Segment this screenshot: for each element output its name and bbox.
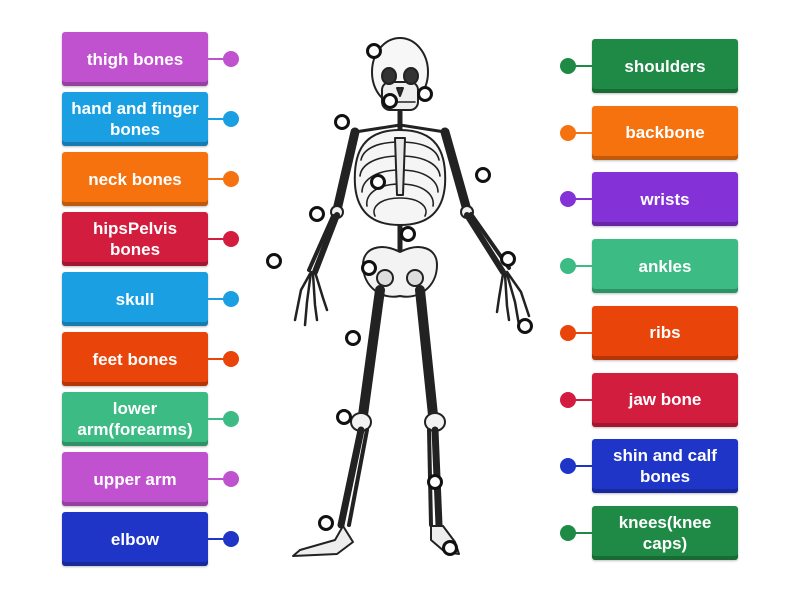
- label-text: neck bones: [88, 169, 182, 189]
- label-card-shin-and-calf-bones[interactable]: shin and calf bones: [592, 439, 738, 494]
- connector-dot[interactable]: [560, 124, 576, 141]
- drop-target-11[interactable]: [500, 251, 516, 267]
- connector-dot[interactable]: [560, 258, 576, 275]
- connector-dot[interactable]: [560, 324, 576, 341]
- label-text: knees(knee caps): [618, 512, 712, 553]
- label-card-lower-arm-forearms[interactable]: lower arm(forearms): [62, 392, 208, 446]
- connector-line: [572, 265, 592, 268]
- label-text: thigh bones: [86, 49, 184, 69]
- connector-dot[interactable]: [223, 171, 239, 187]
- drop-target-5[interactable]: [475, 167, 491, 183]
- connector-dot[interactable]: [223, 471, 239, 487]
- drop-target-15[interactable]: [427, 474, 443, 490]
- connector-dot[interactable]: [223, 231, 239, 247]
- connector-line: [208, 58, 228, 60]
- label-text: hand and finger bones: [71, 99, 199, 139]
- connector-line: [208, 178, 228, 180]
- label-card-feet-bones[interactable]: feet bones: [62, 332, 208, 386]
- connector-line: [208, 298, 228, 300]
- connector-dot[interactable]: [223, 51, 239, 67]
- label-text: backbone: [625, 123, 705, 143]
- label-card-ribs[interactable]: ribs: [592, 305, 738, 360]
- connector-line: [572, 131, 592, 134]
- drop-target-16[interactable]: [318, 515, 334, 531]
- label-text: upper arm: [93, 469, 177, 489]
- connector-line: [572, 198, 592, 201]
- connector-line: [572, 331, 592, 334]
- label-text: hipsPelvis bones: [92, 219, 178, 259]
- connector-line: [208, 478, 228, 480]
- drop-target-2[interactable]: [382, 93, 398, 109]
- drop-target-12[interactable]: [517, 318, 533, 334]
- label-card-upper-arm[interactable]: upper arm: [62, 452, 208, 506]
- connector-dot[interactable]: [560, 524, 576, 541]
- label-text: elbow: [110, 529, 160, 549]
- label-card-hand-and-finger-bones[interactable]: hand and finger bones: [62, 92, 208, 146]
- drop-target-3[interactable]: [417, 86, 433, 102]
- drop-target-7[interactable]: [309, 206, 325, 222]
- connector-line: [208, 118, 228, 120]
- label-text: jaw bone: [628, 390, 702, 409]
- label-text: ankles: [638, 256, 692, 276]
- drop-target-17[interactable]: [442, 540, 458, 556]
- label-text: shin and calf bones: [613, 446, 717, 487]
- label-text: lower arm(forearms): [77, 399, 193, 439]
- drop-target-13[interactable]: [345, 330, 361, 346]
- connector-dot[interactable]: [560, 191, 576, 208]
- connector-dot[interactable]: [560, 391, 576, 408]
- skeleton-illustration: [292, 37, 531, 557]
- label-text: feet bones: [92, 349, 178, 369]
- drop-target-14[interactable]: [336, 409, 352, 425]
- label-card-shoulders[interactable]: shoulders: [592, 39, 738, 93]
- drop-target-6[interactable]: [370, 174, 386, 190]
- label-text: wrists: [640, 189, 690, 209]
- label-card-hipspelvis-bones[interactable]: hipsPelvis bones: [62, 212, 208, 266]
- label-card-wrists[interactable]: wrists: [592, 172, 738, 227]
- connector-dot[interactable]: [223, 111, 239, 127]
- label-card-neck-bones[interactable]: neck bones: [62, 152, 208, 206]
- connector-line: [208, 238, 228, 240]
- connector-dot[interactable]: [560, 458, 576, 475]
- label-card-knees-knee-caps[interactable]: knees(knee caps): [592, 505, 738, 560]
- connector-dot[interactable]: [560, 58, 576, 74]
- label-card-elbow[interactable]: elbow: [62, 512, 208, 566]
- connector-line: [572, 398, 592, 401]
- label-card-jaw-bone[interactable]: jaw bone: [592, 372, 738, 427]
- drop-target-8[interactable]: [400, 226, 416, 242]
- label-text: skull: [115, 289, 155, 309]
- connector-dot[interactable]: [223, 351, 239, 367]
- drop-target-1[interactable]: [366, 43, 382, 59]
- connector-dot[interactable]: [223, 411, 239, 427]
- connector-line: [208, 538, 228, 540]
- label-card-skull[interactable]: skull: [62, 272, 208, 326]
- label-card-backbone[interactable]: backbone: [592, 105, 738, 160]
- connector-line: [572, 465, 592, 468]
- connector-dot[interactable]: [223, 291, 239, 307]
- drop-target-4[interactable]: [334, 114, 350, 130]
- label-card-thigh-bones[interactable]: thigh bones: [62, 32, 208, 86]
- drop-target-9[interactable]: [266, 253, 282, 269]
- drop-target-10[interactable]: [361, 260, 377, 276]
- label-text: ribs: [649, 323, 681, 343]
- connector-line: [208, 358, 228, 360]
- connector-dot[interactable]: [223, 531, 239, 547]
- connector-line: [208, 418, 228, 420]
- connector-line: [572, 531, 592, 534]
- label-text: shoulders: [624, 56, 706, 76]
- label-card-ankles[interactable]: ankles: [592, 239, 738, 294]
- connector-line: [572, 65, 592, 67]
